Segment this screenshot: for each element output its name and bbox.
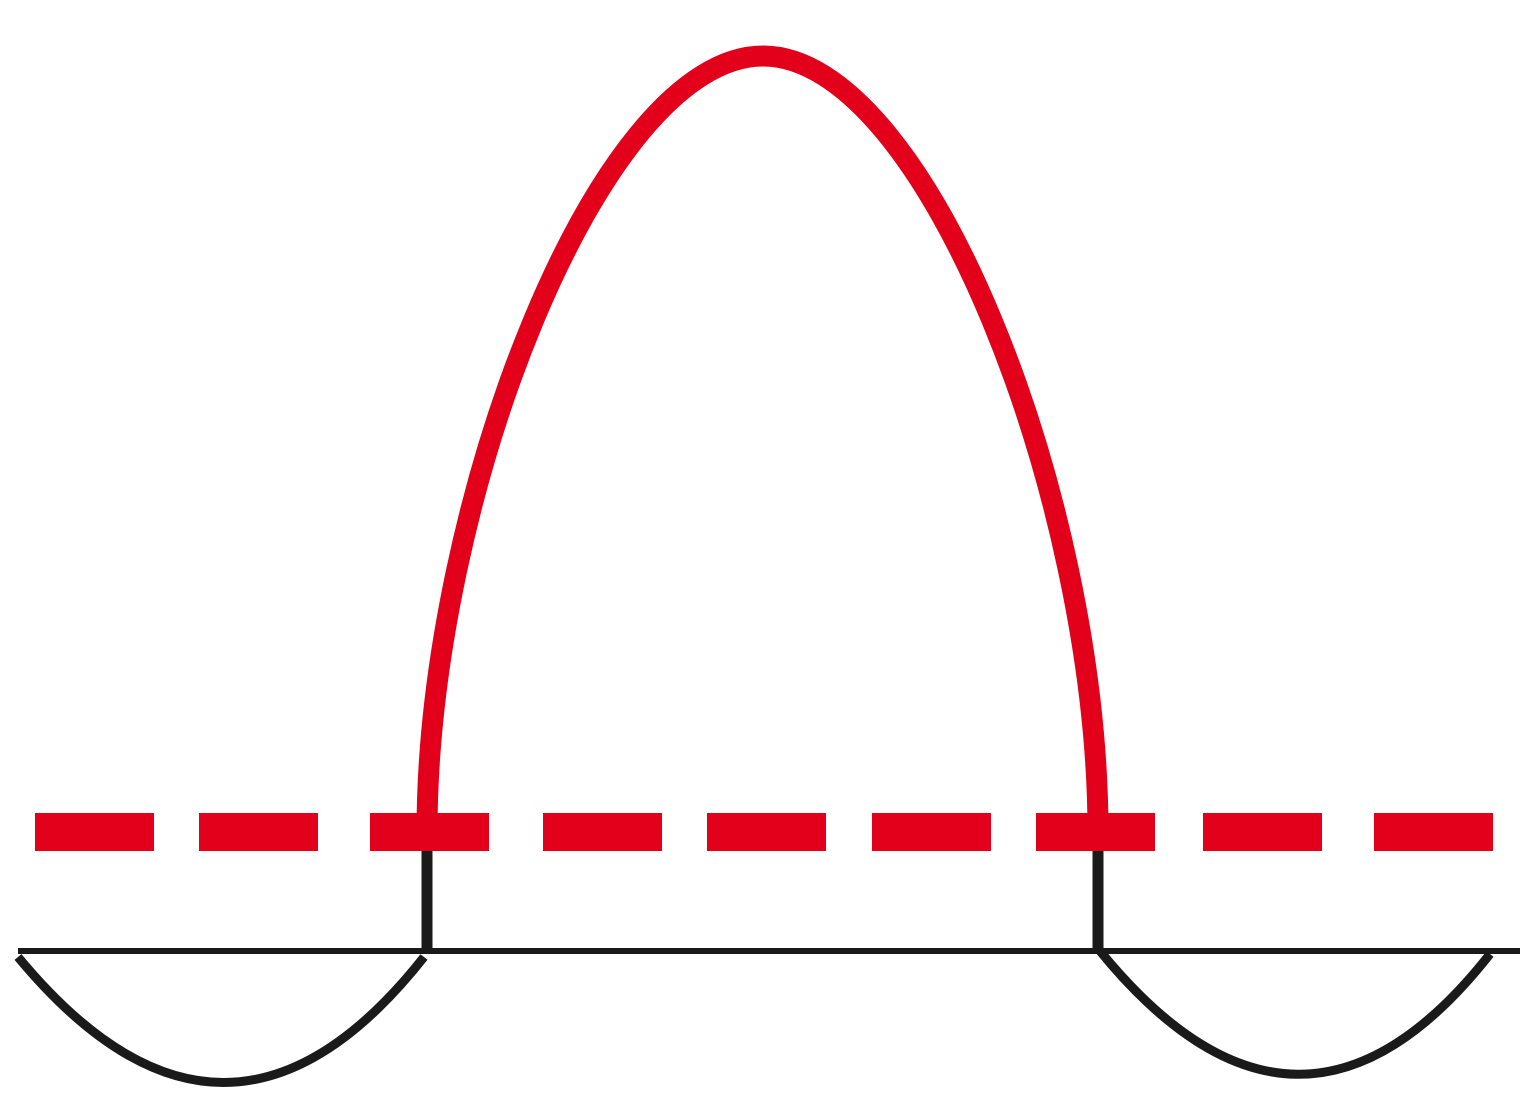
dash-segment: [370, 813, 489, 851]
dash-segment: [707, 813, 826, 851]
left-curve: [14, 954, 428, 1087]
right-curve: [1096, 948, 1494, 1079]
dash-segment: [199, 813, 318, 851]
dash-segment: [1203, 813, 1322, 851]
dash-segment: [1036, 813, 1155, 851]
dash-segment: [872, 813, 991, 851]
dash-segment: [543, 813, 662, 851]
dashed-line: [35, 813, 1493, 851]
dash-segment: [1374, 813, 1493, 851]
dash-segment: [35, 813, 154, 851]
red-arch: [416, 45, 1109, 833]
